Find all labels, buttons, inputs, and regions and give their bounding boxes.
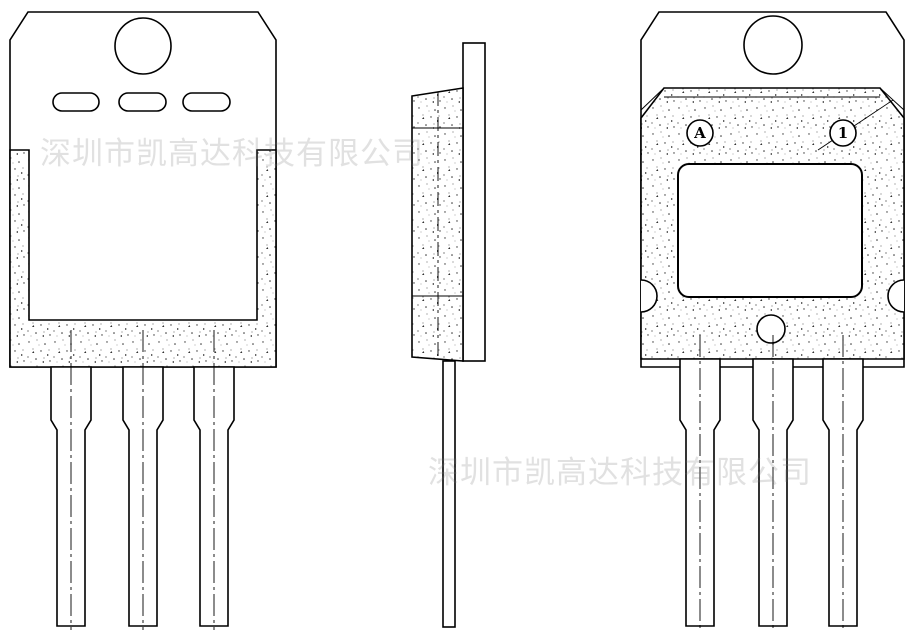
side-view-body (411, 87, 464, 362)
back-view-right-notch (887, 279, 905, 313)
marker-a-label: A (693, 124, 706, 142)
back-view-mounting-hole (743, 15, 803, 75)
side-view-tab (462, 42, 486, 362)
front-view-leads (50, 366, 235, 627)
front-view-lead-centerlines (70, 330, 215, 630)
front-view-epoxy-region (9, 149, 277, 368)
marker-1-label: 1 (838, 124, 848, 142)
side-view (411, 42, 486, 628)
back-view-lead-centerlines (699, 335, 844, 630)
side-view-lead (442, 360, 456, 628)
back-view-bottom-notch (756, 314, 786, 344)
front-view-mounting-hole (114, 17, 172, 75)
marker-a: A (686, 119, 714, 147)
front-view (9, 11, 277, 630)
back-view-leader-line (817, 99, 894, 151)
back-view-leads (679, 358, 864, 627)
back-view (640, 11, 905, 630)
front-view-slot-1 (52, 92, 100, 112)
back-view-left-notch (640, 279, 658, 313)
front-view-slot-2 (118, 92, 167, 112)
front-view-slot-3 (182, 92, 231, 112)
marker-1: 1 (829, 119, 857, 147)
back-view-window (677, 163, 863, 298)
